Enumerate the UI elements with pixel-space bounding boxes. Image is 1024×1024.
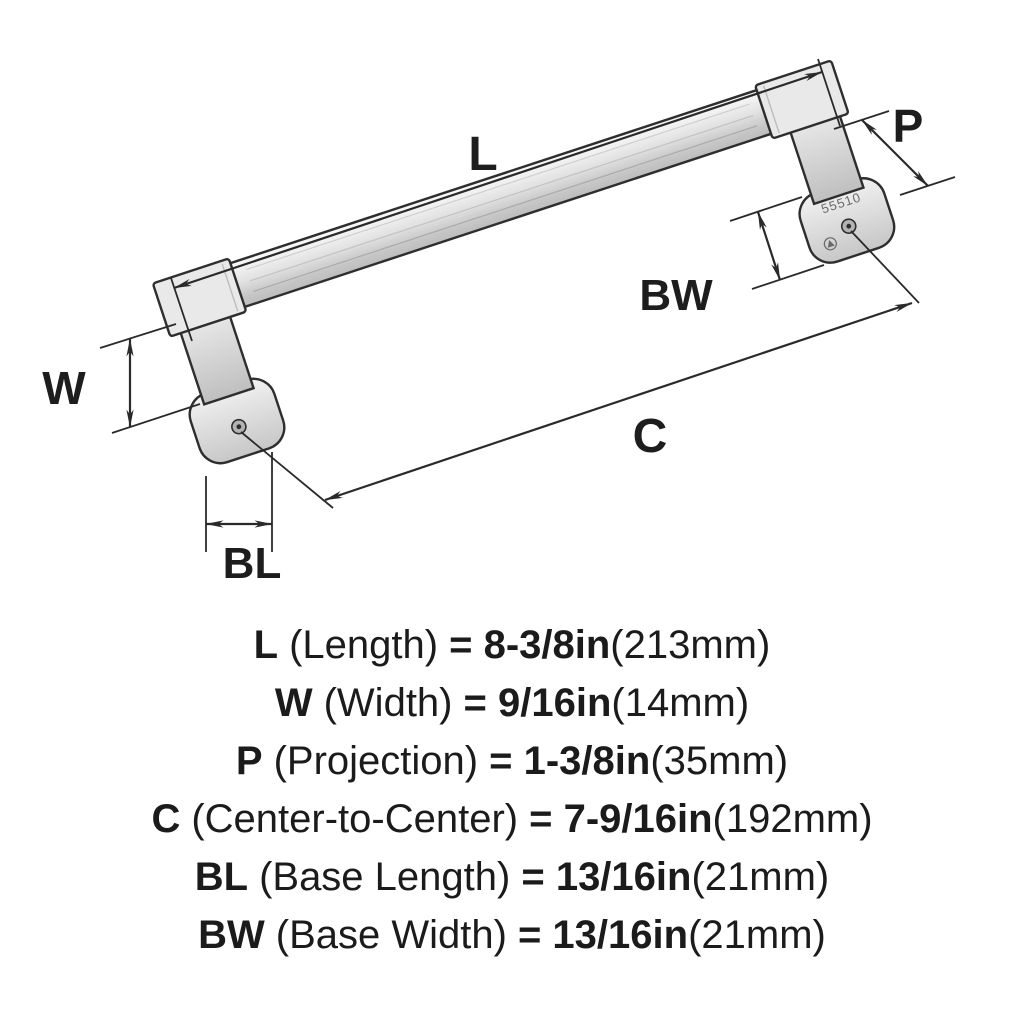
dim-C-line	[324, 301, 913, 502]
dim-P-label: P	[893, 100, 924, 152]
dim-BW-label: BW	[639, 271, 713, 320]
dim-abbr: L	[253, 623, 279, 667]
dim-metric: (35mm)	[650, 739, 789, 783]
dim-value: = 1-3/8in	[489, 739, 651, 783]
dim-C-leader-right	[850, 230, 920, 304]
dim-W: W	[42, 323, 201, 434]
legend-row-length: L(Length)= 8-3/8in(213mm)	[0, 616, 1024, 674]
dim-abbr: BW	[198, 913, 265, 957]
legend-row-width: W(Width)= 9/16in(14mm)	[0, 674, 1024, 732]
dimension-legend: L(Length)= 8-3/8in(213mm) W(Width)= 9/16…	[0, 616, 1024, 964]
dim-abbr: W	[274, 681, 313, 725]
dim-name: (Projection)	[273, 739, 479, 783]
dim-L-line	[173, 70, 823, 290]
dim-name: (Base Width)	[275, 913, 507, 957]
dim-C: C	[240, 230, 920, 509]
dim-value: = 9/16in	[463, 681, 612, 725]
dim-BW-line	[756, 211, 782, 281]
dim-metric: (21mm)	[691, 855, 830, 899]
dim-metric: (213mm)	[610, 623, 771, 667]
dim-BW-ext-top	[729, 196, 803, 222]
dimensions: L P BW C	[42, 58, 956, 588]
dim-name: (Length)	[289, 623, 439, 667]
diagram-area: 55510 L P	[42, 58, 956, 588]
dim-name: (Center-to-Center)	[191, 797, 519, 841]
legend-row-projection: P(Projection)= 1-3/8in(35mm)	[0, 732, 1024, 790]
pull-handle-dimension-diagram: 55510 L P	[42, 58, 956, 588]
dim-P-ext-top	[833, 110, 890, 130]
dim-L: L	[170, 58, 841, 342]
dim-W-label: W	[42, 362, 86, 414]
dim-P-line	[861, 119, 929, 187]
dim-metric: (21mm)	[688, 913, 826, 957]
dim-BL: BL	[205, 452, 282, 588]
dim-P: P	[833, 100, 956, 196]
dim-metric: (14mm)	[611, 681, 750, 725]
dim-C-label: C	[633, 410, 668, 463]
dim-L-label: L	[468, 128, 497, 181]
dim-abbr: P	[235, 739, 263, 783]
legend-row-base-width: BW(Base Width)= 13/16in(21mm)	[0, 906, 1024, 964]
dim-W-ext-bottom	[111, 403, 201, 434]
dim-value: = 13/16in	[517, 913, 689, 957]
dim-abbr: C	[151, 797, 181, 841]
dim-value: = 13/16in	[521, 855, 692, 899]
legend-row-base-length: BL(Base Length)= 13/16in(21mm)	[0, 848, 1024, 906]
right-screw-hole-center	[846, 223, 852, 229]
dim-value: = 8-3/8in	[449, 623, 611, 667]
dim-metric: (192mm)	[712, 797, 873, 841]
brand-logo-icon	[823, 237, 837, 251]
dim-W-ext-top	[99, 323, 177, 349]
pull-handle: 55510	[152, 59, 896, 465]
legend-row-center-to-center: C(Center-to-Center)= 7-9/16in(192mm)	[0, 790, 1024, 848]
dim-C-leader-left	[240, 431, 334, 509]
dim-BW: BW	[639, 196, 825, 320]
dim-value: = 7-9/16in	[529, 797, 713, 841]
dim-L-ext-right	[817, 58, 841, 127]
dim-BW-ext-bottom	[751, 264, 825, 290]
dim-abbr: BL	[194, 855, 249, 899]
left-screw-hole-center	[236, 424, 242, 430]
dim-BL-label: BL	[223, 539, 282, 588]
dim-name: (Width)	[323, 681, 453, 725]
dim-name: (Base Length)	[259, 855, 511, 899]
